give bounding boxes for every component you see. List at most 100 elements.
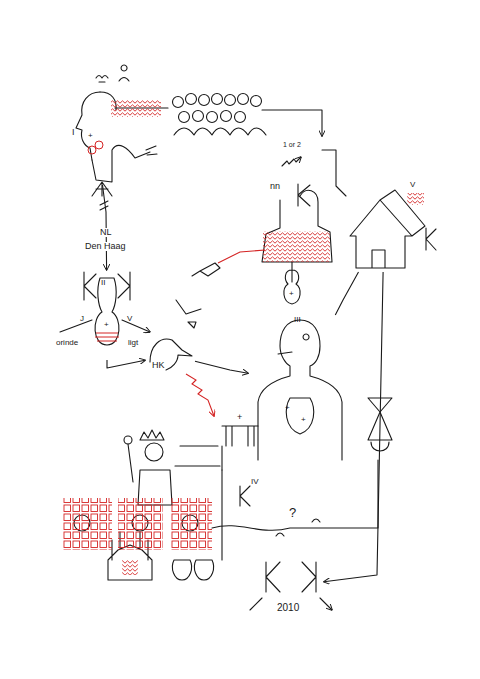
red-line — [218, 250, 265, 263]
red-zigzag — [111, 100, 161, 117]
pots — [172, 560, 213, 580]
pointing-arm — [92, 145, 157, 182]
handwritten-label: J — [80, 315, 84, 323]
k-symbol — [240, 486, 250, 506]
crowd-head — [193, 111, 204, 122]
red-zigzag — [263, 231, 330, 262]
crowd-head — [221, 111, 232, 122]
figure-node: 2010 — [258, 555, 324, 617]
handwritten-label: NL — [99, 228, 113, 237]
red-circle — [95, 141, 103, 149]
crowd-head — [199, 95, 210, 106]
croissant-icon — [276, 519, 320, 536]
profile-head — [76, 92, 100, 160]
handwritten-label: + — [289, 290, 294, 298]
figure-node: HK — [145, 335, 195, 375]
connector-line — [335, 272, 358, 315]
handwritten-label: + — [285, 404, 290, 412]
handwritten-label: + — [301, 416, 306, 424]
king-head — [145, 443, 163, 461]
k-symbol — [84, 272, 96, 300]
red-zigzag — [407, 193, 424, 205]
bust — [258, 320, 300, 460]
small-icon — [96, 76, 108, 83]
bird — [150, 339, 192, 370]
red-hatch — [95, 333, 119, 341]
wavy-line — [212, 460, 378, 530]
torso-vase — [286, 398, 313, 434]
handwritten-label: 1 or 2 — [283, 141, 301, 148]
red-zigzag-arrow — [186, 374, 214, 416]
violin — [284, 262, 300, 304]
roman-numeral: 2010 — [277, 603, 299, 613]
sketch-group — [60, 65, 436, 610]
handwritten-label: + — [104, 321, 109, 329]
side-arrow — [60, 320, 150, 332]
handwritten-label: + — [88, 132, 93, 140]
figure-node: II — [82, 270, 132, 360]
crowd-shoulders — [174, 128, 266, 135]
handwritten-label: ? — [289, 506, 296, 519]
crowd-head — [207, 112, 218, 123]
pen-hand — [192, 263, 220, 276]
table-symbol — [222, 426, 258, 446]
k-symbol — [302, 562, 316, 592]
figure-node: I — [60, 70, 130, 185]
roman-numeral: II — [101, 279, 105, 287]
crowd-head — [238, 94, 249, 105]
flow-line — [221, 470, 222, 560]
connector-line — [324, 272, 383, 582]
k-symbol — [298, 184, 310, 206]
connector-line — [107, 360, 145, 368]
figure-node: V — [348, 180, 420, 272]
easel-symbol — [92, 182, 112, 196]
handwritten-label: nn — [270, 182, 280, 191]
handwritten-label: ligt — [128, 339, 138, 347]
k-symbol — [266, 562, 280, 592]
roman-numeral: III — [294, 316, 301, 324]
crowd-head — [235, 112, 246, 123]
house — [350, 190, 425, 268]
handwritten-label: Den Haag — [84, 242, 127, 251]
red-group — [62, 100, 424, 575]
flow-line — [322, 150, 346, 196]
crowd-head — [186, 94, 197, 105]
crowd-head — [212, 94, 223, 105]
figure-node: III — [248, 315, 353, 450]
unequal-sign — [100, 201, 108, 210]
crown — [140, 430, 164, 440]
handwritten-label: IV — [251, 478, 259, 486]
k-symbol — [118, 272, 130, 300]
small-tool — [176, 300, 201, 328]
roman-numeral: V — [410, 181, 415, 189]
small-icon — [119, 65, 129, 81]
crowd-head — [225, 95, 236, 106]
roman-numeral: I — [72, 128, 75, 137]
bust — [300, 320, 342, 460]
king-body — [128, 444, 172, 505]
hourglass-symbol — [368, 398, 392, 451]
flow-line — [175, 465, 220, 466]
red-zigzag — [122, 560, 138, 575]
red-grid — [170, 498, 212, 550]
crowd-head — [179, 112, 190, 123]
crowd-head — [173, 97, 184, 108]
torso-figure — [262, 190, 332, 262]
k-symbol — [426, 228, 436, 250]
stair-squiggle — [282, 157, 301, 166]
handwritten-label: + — [237, 413, 242, 422]
handwritten-label: orinde — [56, 339, 78, 347]
red-grid — [62, 498, 112, 550]
scepter-top — [124, 436, 132, 444]
face-detail — [278, 334, 309, 354]
roman-numeral: HK — [152, 361, 165, 370]
red-grid — [118, 498, 163, 550]
red-circle — [88, 146, 96, 154]
vase — [95, 278, 119, 345]
flow-line — [262, 110, 322, 136]
crowd-head — [251, 96, 262, 107]
connector-line — [195, 361, 248, 373]
handwritten-label: V — [127, 315, 132, 323]
